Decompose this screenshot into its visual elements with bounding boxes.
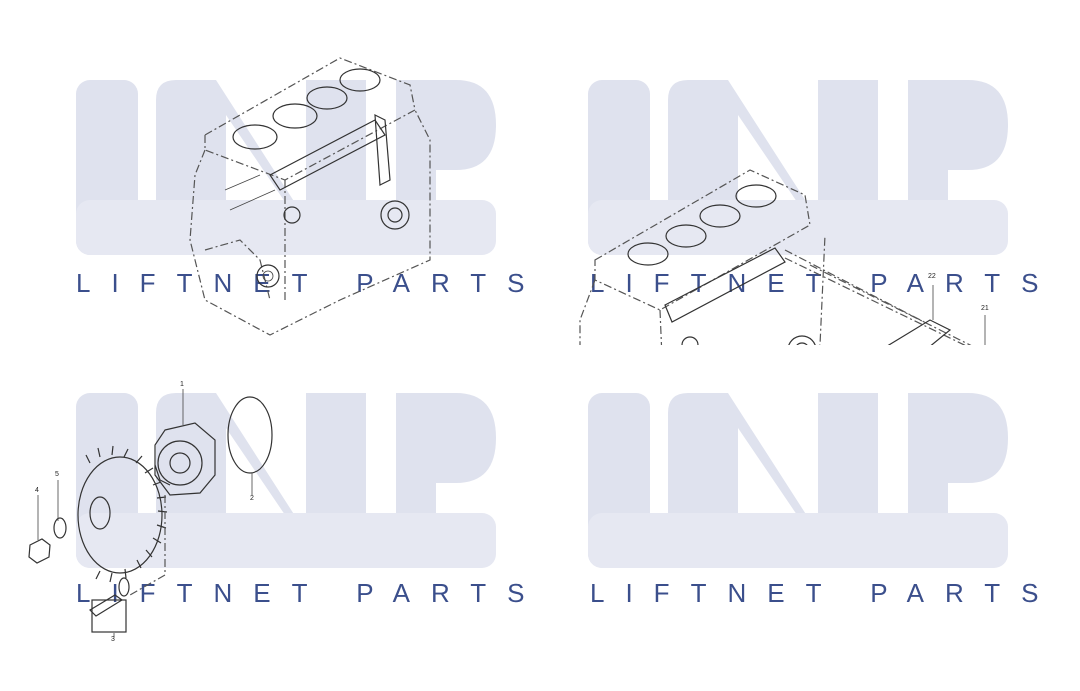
lnp-watermark-logo <box>588 80 1008 255</box>
lnp-watermark-logo <box>76 393 496 568</box>
lnp-watermark-logo <box>588 393 1008 568</box>
callout-21: 21 <box>981 305 989 312</box>
callout-5: 5 <box>55 471 59 478</box>
engine-block-drawing <box>579 169 1057 461</box>
panel-empty: LIFTNET PARTS <box>540 345 1080 691</box>
callout-2: 2 <box>250 495 254 502</box>
panel-engine-oil-cooler: LIFTNET PARTS 22 21 23 <box>540 0 1080 461</box>
callout-3: 3 <box>111 636 115 643</box>
lnp-watermark-logo <box>76 80 496 255</box>
liftnet-parts-watermark-text: LIFTNET PARTS <box>590 268 1060 298</box>
callout-22: 22 <box>928 273 936 280</box>
callout-4: 4 <box>35 487 39 494</box>
panel-engine-front: LIFTNET PARTS <box>0 0 540 345</box>
liftnet-parts-watermark-text: LIFTNET PARTS <box>76 268 546 298</box>
gear-assembly-drawing <box>28 389 273 637</box>
liftnet-parts-watermark-text: LIFTNET PARTS <box>590 578 1060 608</box>
engine-block-drawing <box>189 57 431 336</box>
callout-1: 1 <box>180 381 184 388</box>
panel-gear-assembly: LIFTNET PARTS 1 2 3 4 5 <box>0 345 540 691</box>
